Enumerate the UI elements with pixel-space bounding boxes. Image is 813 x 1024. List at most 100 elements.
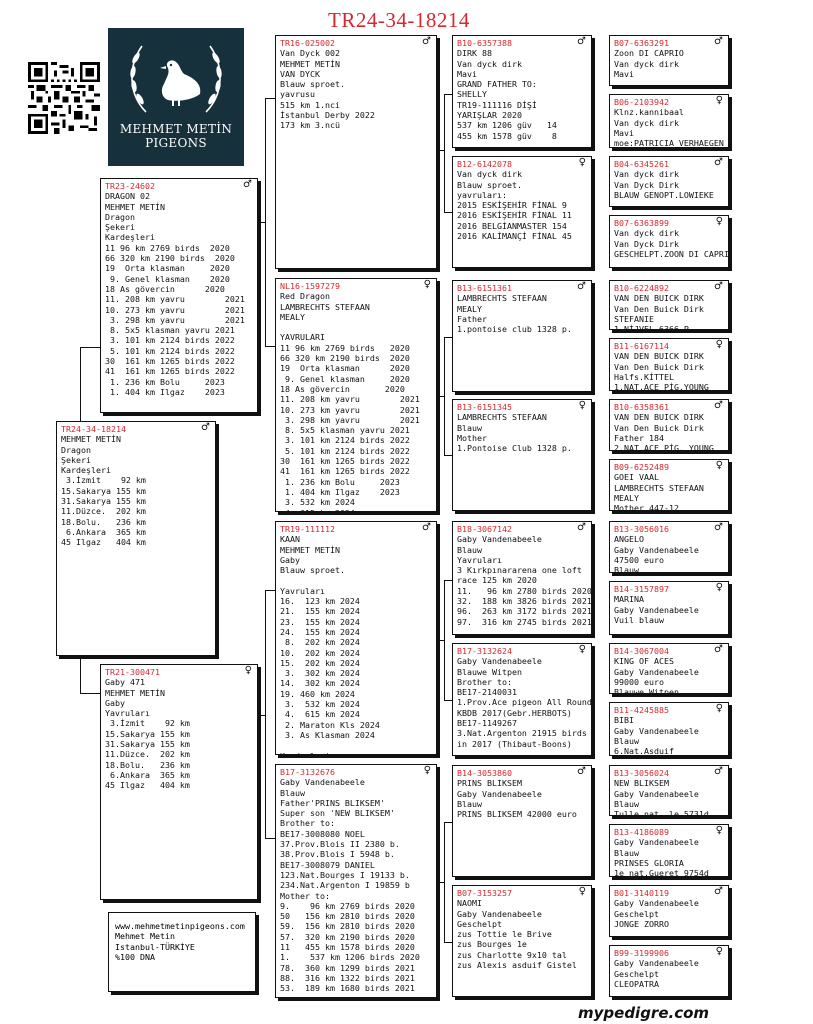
ring-number: B13-6151361 <box>457 283 512 293</box>
pigeon-info-line: 11. 208 km yavru 2021 <box>105 294 245 305</box>
pigeon-info-line: MEALY <box>614 492 639 503</box>
pigeon-info-line: Gaby Vandenabeele <box>614 544 699 555</box>
pigeon-info-line: Geschelpt <box>614 908 659 919</box>
connector <box>444 94 452 95</box>
ring-number: B14-3157897 <box>614 584 669 594</box>
breeder-name: Mehmet Metin <box>115 931 175 942</box>
pigeon-info-line: Blauw <box>614 735 639 746</box>
pigeon-info-line: 1.Prov.Ace pigeon All Round <box>457 697 592 708</box>
pigeon-info-line: TR19-111116 DİŞİ <box>457 99 537 110</box>
pigeon-info-line: Gaby <box>105 697 125 708</box>
pigeon-info-line: 45 Ilgaz 404 km <box>105 780 190 791</box>
pigeon-info-line: PRINS BLIKSEM 42000 euro <box>457 809 577 820</box>
pigeon-info-line: BE17-3008079 DANIEL <box>280 859 375 870</box>
male-symbol-icon: ♂ <box>714 157 723 168</box>
pigeon-info-line: 99000 euro <box>614 676 664 687</box>
pigeon-info-line: 1. 404 km Ilgaz 2023 <box>280 486 400 497</box>
female-symbol-icon: ♀ <box>715 339 723 350</box>
pigeon-info-line <box>280 575 432 585</box>
pigeon-info-line: Dragon <box>61 444 91 455</box>
pigeon-info-line: Yavruları <box>457 554 502 565</box>
ring-number: B13-3056024 <box>614 768 669 778</box>
pigeon-info-line: 32. 188 km 3826 birds 2021 <box>457 596 592 607</box>
pigeon-info-line: 3. 302 km 2024 <box>280 668 360 679</box>
female-symbol-icon: ♀ <box>578 400 586 411</box>
pigeon-info-line: 31.Sakarya 155 km <box>61 496 146 507</box>
ring-number: B09-6252489 <box>614 462 669 472</box>
pigeon-info-line: Mavi <box>457 68 477 79</box>
pigeon-info-line: Dragon <box>105 211 135 222</box>
pigeon-info-line: 10. 273 km yavru 2021 <box>105 304 245 315</box>
pigeon-info-line: 537 km 1206 güv 14 <box>457 120 557 131</box>
pigeon-info-line: 50 156 km 2810 birds 2020 <box>280 911 415 922</box>
female-symbol-icon: ♀ <box>578 157 586 168</box>
connector <box>444 822 445 942</box>
pigeon-info-line: KING OF ACES <box>614 656 674 667</box>
ring-number: B14-3067004 <box>614 646 669 656</box>
pigeon-info-line: VAN DEN BUICK DIRK <box>614 351 704 362</box>
male-symbol-icon: ♂ <box>714 400 723 411</box>
pigeon-info-line: Gaby Vandenabeele <box>457 788 542 799</box>
male-symbol-icon: ♂ <box>422 36 431 47</box>
pigeon-info-line: 3. 298 km yavru 2021 <box>280 414 420 425</box>
footer-brand[interactable]: mypedigre.com <box>578 1004 710 1022</box>
male-symbol-icon: ♂ <box>577 766 586 777</box>
connector <box>444 942 452 943</box>
pigeon-info-line: Şekeri <box>105 222 135 233</box>
pigeon-info-line: 2016 KALİMANÇİ FİNAL 45 <box>457 231 572 242</box>
ring-number: B13-6151345 <box>457 402 512 412</box>
pigeon-info-line: yavrusu <box>280 89 315 100</box>
pigeon-info-line: MEHMET METİN <box>280 58 340 69</box>
pigeon-info-line: Gaby Vandenabeele <box>614 958 699 969</box>
pigeon-info-line: Van dyck dirk <box>614 228 679 239</box>
ring-number: TR16-025002 <box>280 38 335 48</box>
female-symbol-icon: ♀ <box>715 946 723 957</box>
pigeon-info-line: 1.pontoise club 1328 p. <box>457 324 572 335</box>
breeder-location: Istanbul-TÜRKİYE <box>115 941 195 952</box>
pigeon-info-line: 4. 615 km 2024 <box>280 709 360 720</box>
pigeon-info-line: 173 km 3.ncü <box>280 120 340 131</box>
pigeon-info-line: Gaby Vandenabeele <box>614 788 699 799</box>
connector <box>80 347 100 348</box>
pigeon-info-line: LAMBRECHTS STEFAAN <box>457 293 547 304</box>
pigeon-info-line: SHELLY <box>457 89 487 100</box>
pigeon-info-line: 41 161 km 1265 birds 2022 <box>280 466 410 477</box>
breeder-website[interactable]: www.mehmetmetinpigeons.com <box>115 921 245 931</box>
pigeon-info-line: 38.Prov.Blois I 5948 b. <box>280 849 395 860</box>
connector <box>265 98 275 99</box>
ring-number: B17-3132676 <box>280 767 335 777</box>
connector <box>265 98 266 346</box>
pigeon-info-line: YARIŞLAR 2020 <box>457 110 522 121</box>
